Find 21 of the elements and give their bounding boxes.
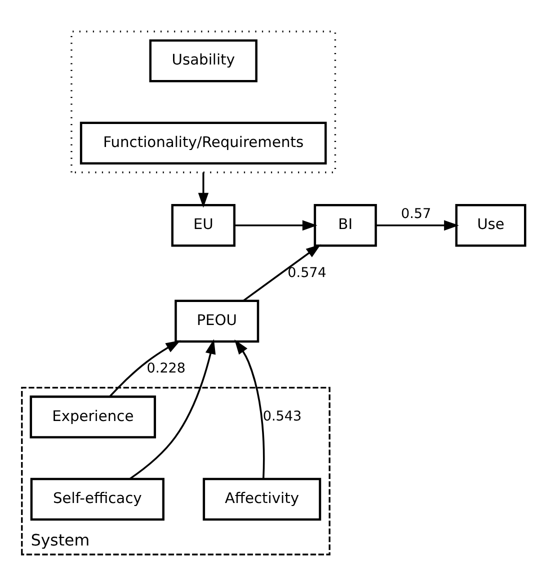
node-box: Self-efficacy: [30, 477, 164, 520]
node-box: BI: [314, 203, 377, 246]
node-box: EU: [171, 203, 236, 246]
node-box: Functionality/Requirements: [80, 121, 327, 164]
cluster: [70, 30, 336, 173]
arrow: [109, 340, 181, 397]
edge-label: 0.57: [401, 206, 432, 222]
node-box: PEOU: [174, 299, 260, 342]
arrow: [198, 172, 209, 208]
arrow: [234, 339, 265, 478]
edge-label: 0.228: [146, 360, 186, 376]
node-box: Usability: [149, 38, 258, 82]
edge-label: 0.543: [262, 408, 302, 424]
arrow: [234, 220, 318, 230]
node-box: Affectivity: [202, 477, 322, 520]
edge-label: 0.574: [288, 264, 326, 280]
node-box: Use: [455, 203, 526, 246]
arrow: [129, 338, 216, 480]
arrow: [242, 244, 321, 301]
arrow: [376, 220, 459, 230]
node-box: Experience: [30, 395, 156, 438]
